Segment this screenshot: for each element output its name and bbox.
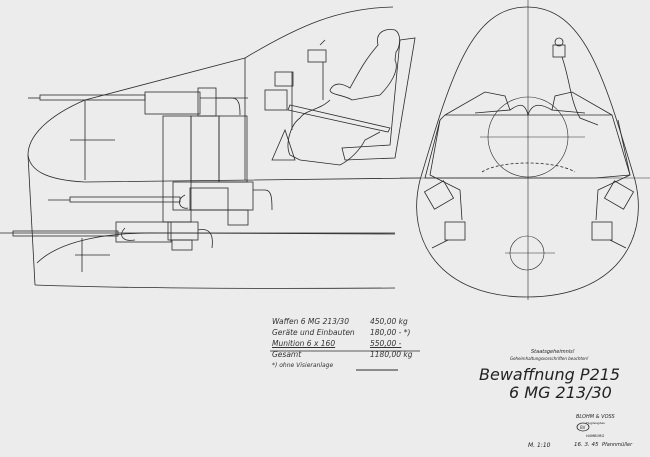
footnote: *) ohne Visieranlage xyxy=(272,362,334,369)
row-label: Munition 6 x 160 xyxy=(272,339,336,348)
seat xyxy=(341,37,416,161)
row-value: 1180,00 kg xyxy=(370,350,413,359)
weights-table: Waffen 6 MG 213/30 450,00 kg Geräte und E… xyxy=(272,316,430,371)
nose-upper-outline xyxy=(27,99,421,183)
front-view xyxy=(400,0,650,300)
date: 16. 3. 45 xyxy=(574,442,599,448)
middle-gun xyxy=(48,181,273,226)
scale: M. 1:10 xyxy=(528,442,551,449)
canopy-outline xyxy=(84,6,394,101)
classification-line1: Staatsgeheimnis! xyxy=(531,349,575,355)
company-sub: Flugzeugbau xyxy=(586,421,606,425)
lower-gun xyxy=(0,221,395,251)
ammo-boxes xyxy=(162,115,248,223)
nose-lower-outline xyxy=(27,154,36,286)
row-label: Geräte und Einbauten xyxy=(272,328,355,337)
upper-gun xyxy=(28,87,248,117)
classification-line2: Geheimhaltungsvorschriften beachten! xyxy=(510,356,589,361)
signature: Pfannmüller xyxy=(602,442,633,448)
row-value: 450,00 kg xyxy=(370,317,408,326)
row-value: 180,00 - *) xyxy=(370,328,411,337)
bottom-outline xyxy=(34,284,396,289)
pilot-and-seat xyxy=(264,29,416,166)
side-view-fuselage xyxy=(27,6,421,289)
drawing-subtitle: 6 MG 213/30 xyxy=(509,383,612,402)
row-value: 550,00 - xyxy=(370,339,402,348)
front-view-outline xyxy=(416,6,639,298)
svg-text:BV: BV xyxy=(580,425,586,430)
company-name: BLOHM & VOSS xyxy=(576,414,615,420)
pilot-figure xyxy=(329,29,401,101)
table-row: Munition 6 x 160 550,00 - xyxy=(272,338,430,349)
drawing-title: Bewaffnung P215 xyxy=(479,365,621,384)
table-row: Waffen 6 MG 213/30 450,00 kg xyxy=(272,316,430,327)
company-city: HAMBURG xyxy=(586,434,605,438)
table-row-total: Gesamt 1180,00 kg xyxy=(272,349,430,360)
table-row: Geräte und Einbauten 180,00 - *) xyxy=(272,327,430,338)
lower-fuselage-line xyxy=(36,232,396,264)
row-label: Waffen 6 MG 213/30 xyxy=(272,317,349,326)
control-stick xyxy=(287,104,391,133)
row-label: Gesamt xyxy=(272,350,302,359)
company-stamp-logo: BV xyxy=(576,422,590,432)
